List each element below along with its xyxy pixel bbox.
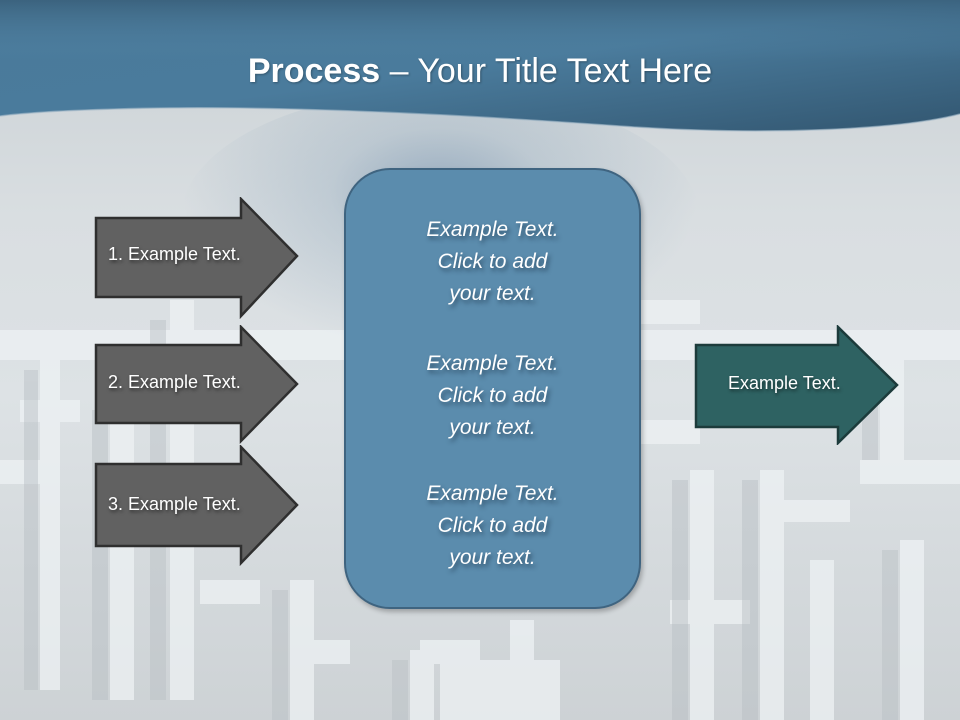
- arrow-label: 3. Example Text.: [108, 494, 241, 514]
- center-process-box[interactable]: Example Text. Click to add your text. Ex…: [344, 168, 641, 609]
- text-line: Example Text.: [426, 352, 559, 375]
- process-arrow-1[interactable]: 1. Example Text.: [94, 195, 300, 320]
- arrow-right-icon: [94, 443, 299, 567]
- text-block-2[interactable]: Example Text. Click to add your text.: [346, 348, 639, 444]
- text-line: Example Text.: [426, 218, 559, 241]
- text-line: Click to add: [437, 250, 548, 273]
- text-block-3[interactable]: Example Text. Click to add your text.: [346, 478, 639, 574]
- title-rest-part: – Your Title Text Here: [380, 52, 713, 90]
- arrow-right-icon: [94, 195, 299, 320]
- process-arrow-3[interactable]: 3. Example Text.: [94, 443, 300, 567]
- text-line: Click to add: [437, 514, 548, 537]
- arrow-label: Example Text.: [728, 373, 841, 393]
- text-block-1[interactable]: Example Text. Click to add your text.: [346, 214, 639, 310]
- arrow-label: 2. Example Text.: [108, 372, 241, 392]
- output-arrow[interactable]: Example Text.: [694, 324, 900, 446]
- arrow-right-icon: [694, 324, 899, 446]
- slide-title[interactable]: Process – Your Title Text Here: [0, 52, 960, 91]
- arrow-label: 1. Example Text.: [108, 244, 241, 264]
- process-arrow-2[interactable]: 2. Example Text.: [94, 323, 300, 445]
- text-line: your text.: [449, 282, 536, 305]
- header-band: [0, 0, 960, 132]
- text-line: your text.: [449, 416, 536, 439]
- title-bold-part: Process: [247, 52, 381, 90]
- text-line: your text.: [449, 546, 536, 569]
- text-line: Example Text.: [426, 482, 559, 505]
- text-line: Click to add: [437, 384, 548, 407]
- arrow-right-icon: [94, 323, 299, 445]
